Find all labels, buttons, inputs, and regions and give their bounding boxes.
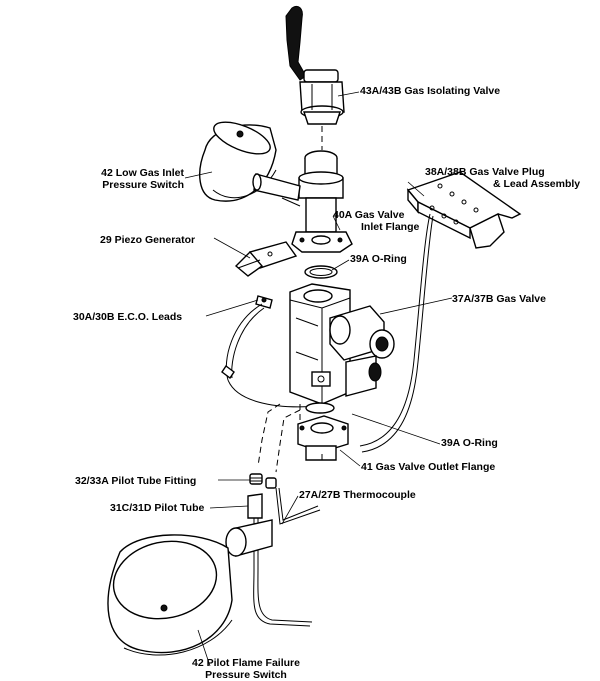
eco-leads-part	[221, 303, 321, 408]
label-thermocouple: 27A/27B Thermocouple	[299, 489, 416, 501]
label-pilot-flame-line2: Pressure Switch	[205, 669, 287, 681]
label-gas-valve: 37A/37B Gas Valve	[452, 293, 546, 305]
label-gas-valve-plug: 38A/38B Gas Valve Plug & Lead Assembly	[425, 166, 580, 190]
gas-valve-plug-part	[359, 171, 522, 453]
gas-isolating-valve-part	[285, 5, 345, 125]
o-ring-upper	[304, 265, 338, 279]
label-inlet-flange: 40A Gas Valve Inlet Flange	[333, 209, 419, 233]
label-inlet-line2: Inlet Flange	[361, 221, 420, 233]
label-low-gas-line2: Pressure Switch	[102, 179, 184, 191]
pilot-tube-fitting-part	[249, 473, 277, 489]
gas-valve-body-part	[255, 283, 395, 405]
label-gas-isolating-valve: 43A/43B Gas Isolating Valve	[360, 85, 501, 97]
label-pilot-flame-switch: 42 Pilot Flame Failure Pressure Switch	[186, 657, 306, 681]
low-gas-pressure-switch-part	[199, 121, 301, 207]
label-pilot-flame-line1: 42 Pilot Flame Failure	[192, 657, 300, 669]
pilot-flame-switch-part	[107, 519, 273, 656]
label-low-gas-inlet-switch: 42 Low Gas Inlet Pressure Switch	[70, 167, 184, 191]
label-o-ring-upper: 39A O-Ring	[350, 253, 407, 265]
inlet-flange-part	[291, 150, 353, 253]
label-low-gas-line1: 42 Low Gas Inlet	[101, 167, 184, 179]
label-plug-line2: & Lead Assembly	[493, 178, 581, 190]
pilot-tube-part	[247, 493, 313, 627]
label-pilot-tube-fitting: 32/33A Pilot Tube Fitting	[75, 475, 197, 487]
label-inlet-line1: 40A Gas Valve	[333, 209, 405, 221]
label-outlet-flange: 41 Gas Valve Outlet Flange	[361, 461, 496, 473]
label-o-ring-lower: 39A O-Ring	[441, 437, 498, 449]
outlet-flange-part	[297, 415, 349, 461]
piezo-generator-part	[234, 241, 298, 277]
o-ring-lower	[305, 402, 335, 414]
label-eco-leads: 30A/30B E.C.O. Leads	[73, 311, 183, 323]
leader-lines	[184, 91, 453, 667]
thermocouple-part	[275, 487, 321, 525]
label-piezo-generator: 29 Piezo Generator	[100, 234, 196, 246]
label-pilot-tube: 31C/31D Pilot Tube	[110, 502, 205, 514]
label-plug-line1: 38A/38B Gas Valve Plug	[425, 166, 545, 178]
